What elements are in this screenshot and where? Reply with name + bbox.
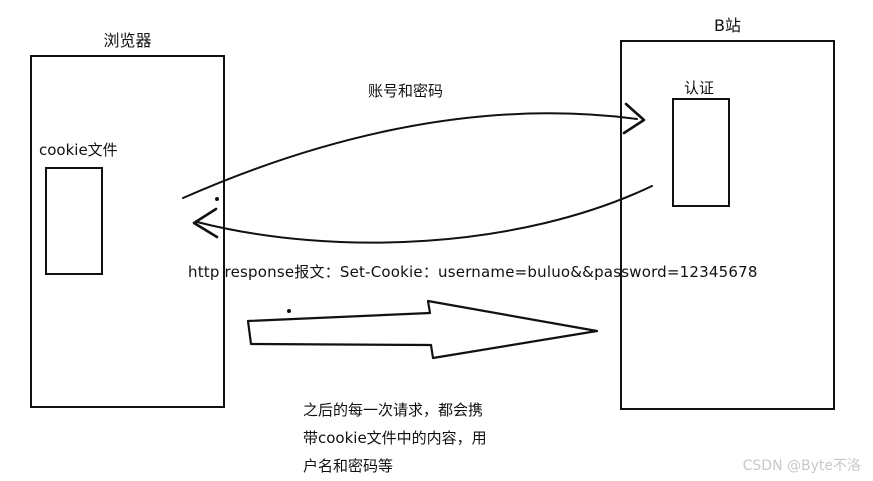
browser-box [30, 55, 225, 408]
site-box-title: B站 [714, 16, 741, 35]
caption-block: 之后的每一次请求，都会携 带cookie文件中的内容，用 户名和密码等 [303, 396, 487, 480]
cookie-file-rect [45, 167, 103, 275]
credentials-arrowhead-icon [622, 102, 646, 135]
credentials-arrow-line [182, 112, 638, 199]
block-arrow [246, 299, 599, 360]
response-arrowhead-icon [192, 207, 219, 239]
credentials-arrow-label: 账号和密码 [368, 82, 444, 100]
auth-rect [672, 98, 730, 207]
response-arrow-line [196, 185, 653, 244]
caption-line-2: 带cookie文件中的内容，用 [303, 429, 487, 447]
browser-box-title: 浏览器 [103, 31, 152, 50]
csdn-watermark: CSDN @Byte不洛 [742, 458, 861, 474]
stray-dot-2 [287, 309, 291, 313]
set-cookie-response-text: http response报文：Set-Cookie：username=bulu… [188, 263, 758, 281]
caption-line-1: 之后的每一次请求，都会携 [303, 401, 484, 419]
auth-label: 认证 [684, 79, 715, 97]
stray-dot-1 [215, 197, 219, 201]
cookie-file-label: cookie文件 [39, 141, 118, 159]
caption-line-3: 户名和密码等 [303, 457, 394, 475]
site-box [620, 40, 835, 410]
